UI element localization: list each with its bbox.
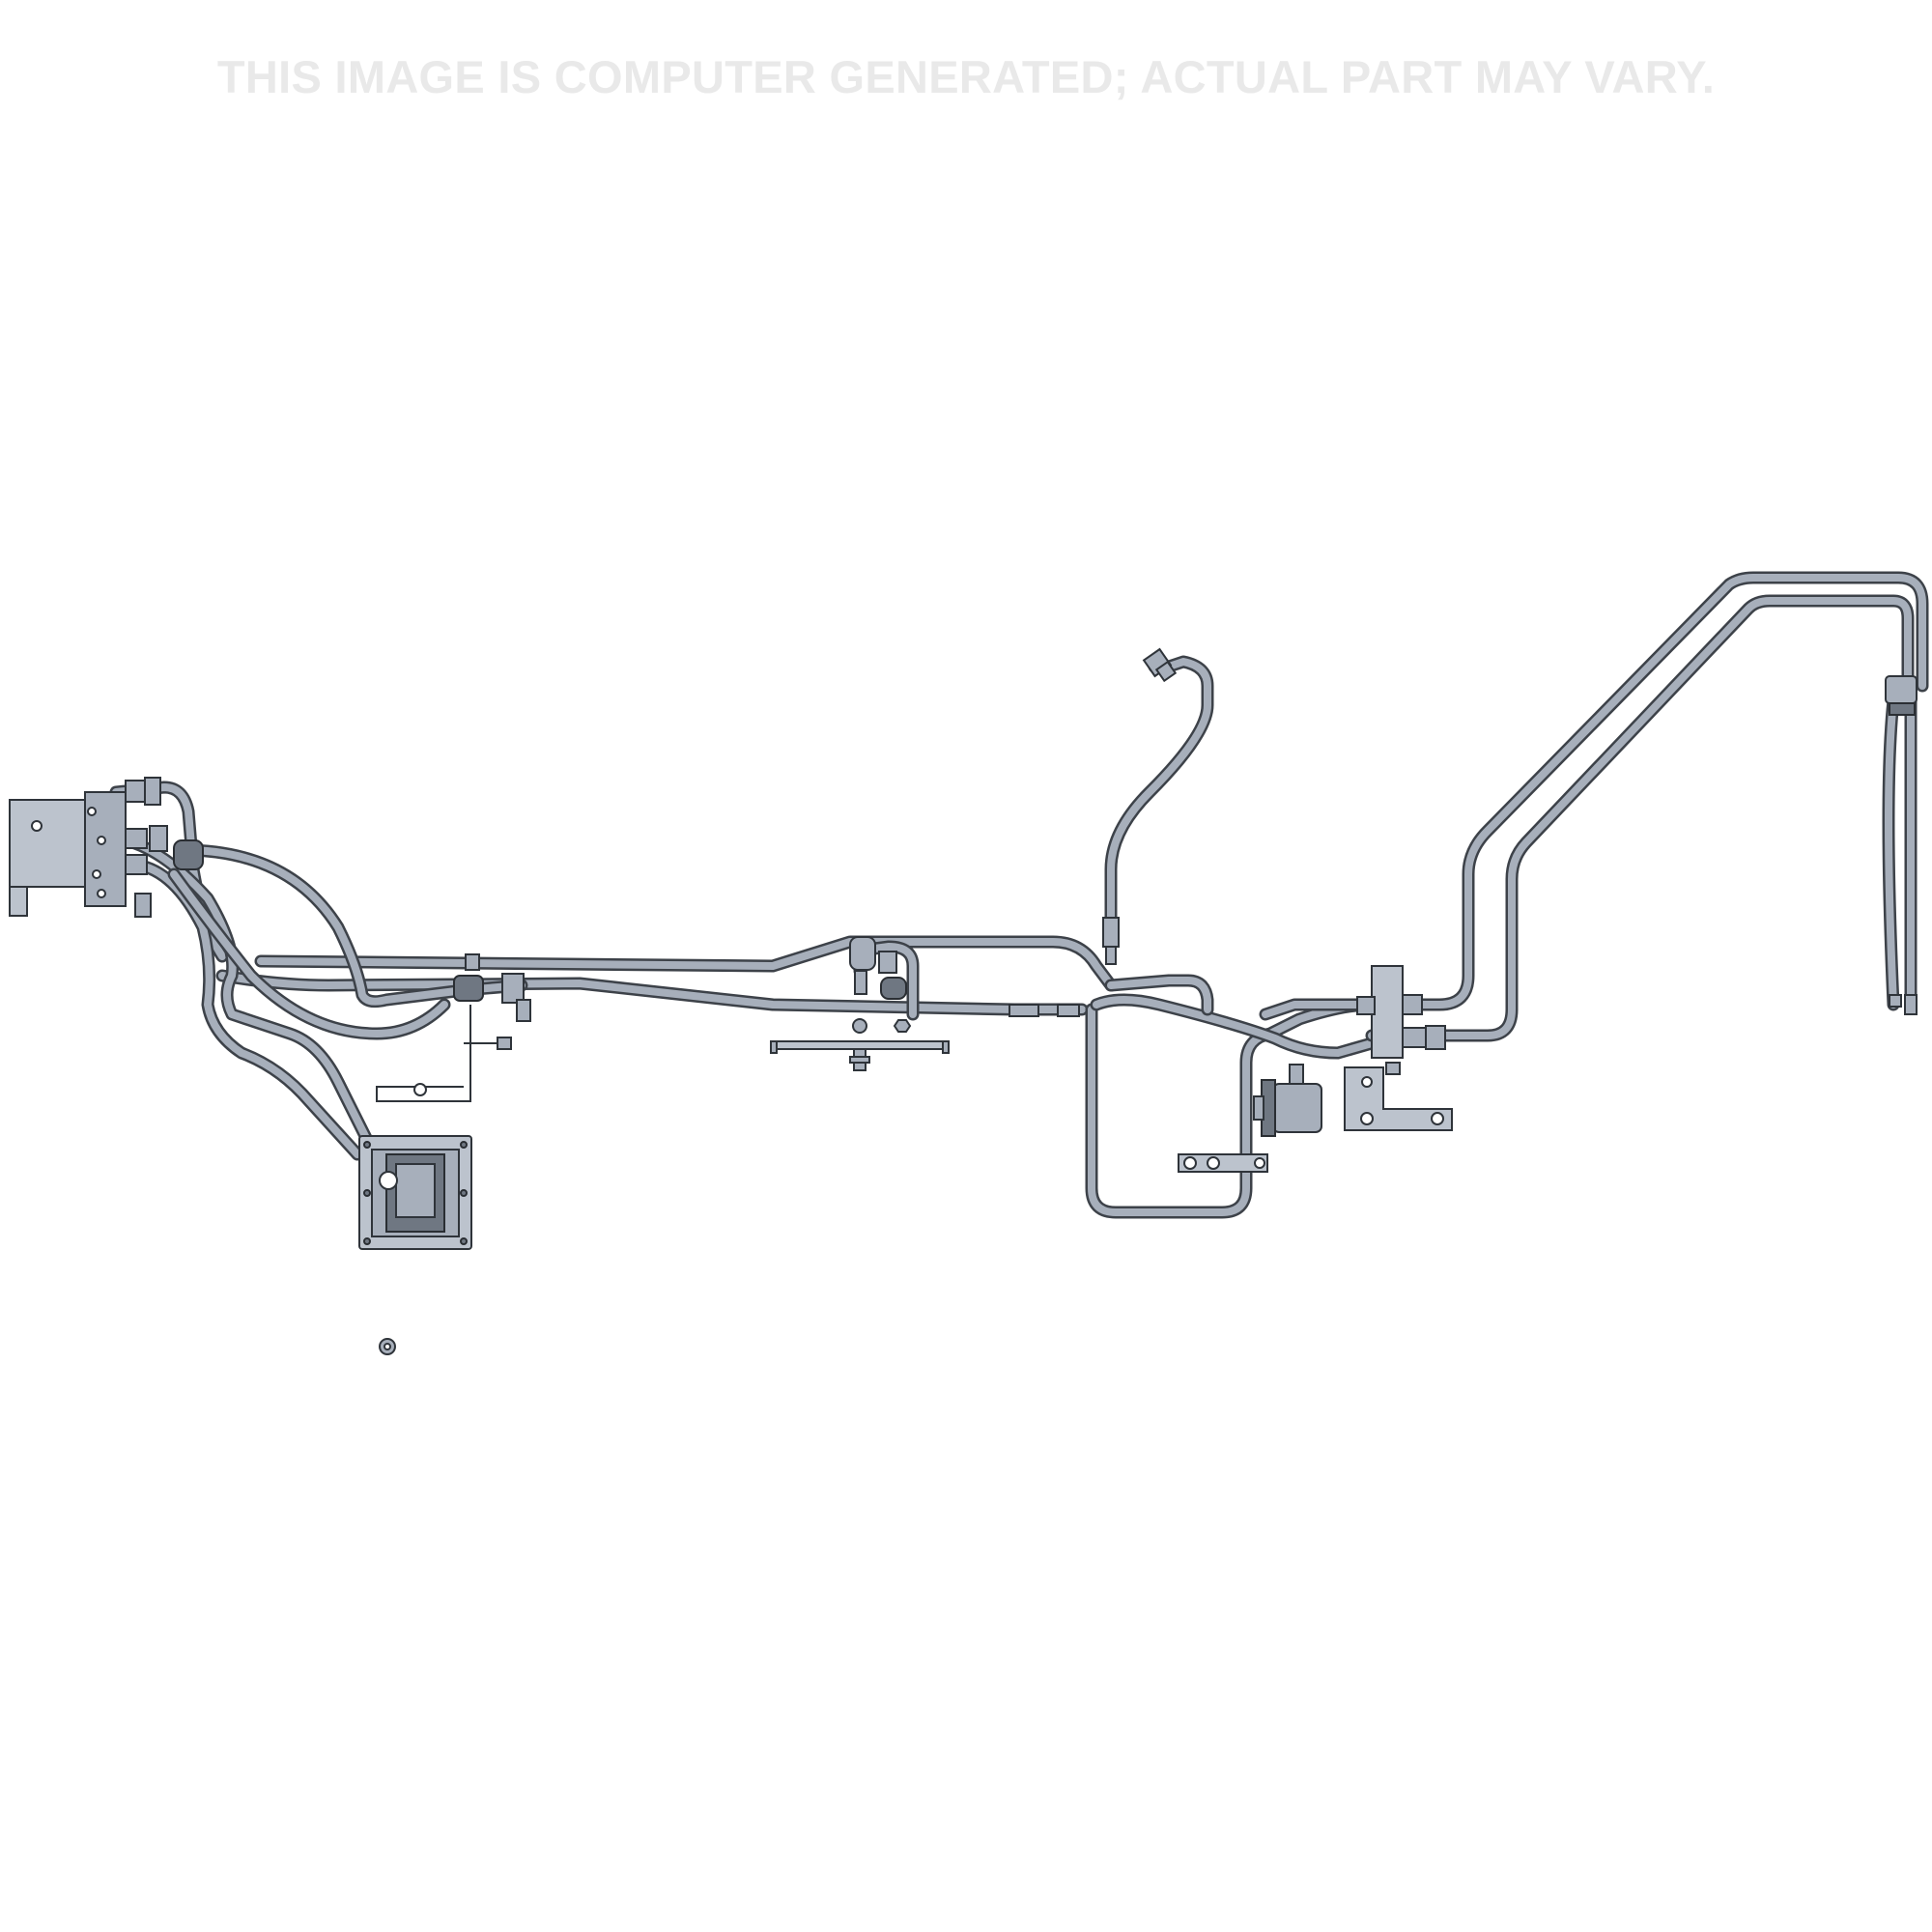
center-down-loop [1088, 1001, 1376, 1216]
manifold-core [395, 1163, 436, 1218]
center-bracket-bar [772, 1040, 948, 1050]
clamp-bolt [465, 953, 480, 971]
elbow-fitting-1b [516, 999, 531, 1022]
mid-fittings [376, 936, 1080, 1102]
thick-hose-left [180, 846, 526, 1006]
bulkhead-fitting-3 [1402, 1027, 1427, 1048]
cylinder-head [1885, 675, 1918, 704]
center-bracket-end-right [942, 1040, 950, 1054]
tall-s-hose-outline [1104, 655, 1214, 934]
pump-inlet [1289, 1064, 1304, 1085]
elbow-fitting-1 [501, 973, 525, 1004]
manifold-bolt-3 [363, 1237, 371, 1245]
bulkhead-fitting-4 [1425, 1025, 1446, 1050]
center-bracket-nut [893, 1019, 912, 1033]
right-bracket-hole-3 [1431, 1112, 1444, 1125]
right-bracket-hole-2 [1360, 1112, 1374, 1125]
main-line-upper [257, 938, 1115, 989]
center-bracket-washer [852, 1018, 867, 1034]
valve-hole-3 [97, 836, 106, 845]
pipe-network [109, 571, 1929, 1219]
manifold-bolt-4 [460, 1237, 468, 1245]
s-hose-lower-fitting [1102, 917, 1120, 948]
top-fitting-body [1154, 660, 1178, 683]
cylinder-collar [1889, 702, 1916, 716]
right-bracket-upright [1371, 965, 1404, 1059]
bulkhead-fitting-2 [1402, 994, 1423, 1015]
right-high-line-inner-outline [1365, 594, 1915, 1042]
hose-end-fitting [453, 975, 484, 1002]
pump-mount-bracket [1178, 1153, 1268, 1173]
valve-fitting-1b [144, 777, 161, 806]
manifold-bolt-6 [460, 1189, 468, 1197]
pump-mount-hole-2 [1207, 1156, 1220, 1170]
center-right-line-1 [1093, 996, 1424, 1057]
manifold-plate [358, 1135, 472, 1250]
valve-block [9, 777, 204, 918]
valve-fitting-1 [125, 780, 146, 803]
pump-assembly [1178, 1064, 1322, 1173]
center-bracket [770, 1018, 950, 1071]
bulkhead-fitting-5 [1385, 1062, 1401, 1075]
center-down-loop-outline [1085, 998, 1378, 1219]
valve-plate-foot [9, 886, 28, 917]
valve-hole-2 [87, 807, 97, 816]
valve-fitting-2b [149, 825, 168, 852]
center-elbow-1b [854, 970, 867, 995]
center-elbow-1 [849, 936, 876, 971]
s-hose-lower-fitting-b [1105, 946, 1117, 965]
thin-hose-lower [170, 870, 448, 1037]
pump-body [1272, 1083, 1322, 1133]
center-elbow-2 [878, 951, 897, 974]
right-high-line-outer-outline [1259, 571, 1929, 1021]
valve-fitting-2 [125, 828, 148, 849]
center-elbow-3 [880, 977, 907, 1000]
valve-fitting-4 [134, 893, 152, 918]
cylinder-tip-1 [1889, 994, 1902, 1008]
valve-hole-1 [31, 820, 43, 832]
inline-coupling-2 [1057, 1004, 1080, 1017]
pump-shaft [1253, 1095, 1264, 1121]
loose-o-ring-center [384, 1343, 391, 1350]
valve-hole-5 [97, 889, 106, 898]
right-down-leg-2 [1885, 696, 1897, 1009]
inline-coupling-1 [1009, 1004, 1039, 1017]
center-bracket-end-left [770, 1040, 778, 1054]
hose-collar [173, 839, 204, 870]
support-bracket [376, 1005, 471, 1102]
s-hose-end [1102, 647, 1178, 965]
center-right-line-2 [1107, 977, 1211, 1013]
bulkhead-fitting-1 [1356, 996, 1376, 1015]
right-high-line-outer [1262, 574, 1926, 1018]
main-line-lower [218, 972, 1086, 1013]
bracket-rod-end [497, 1037, 512, 1050]
manifold-bolt-5 [363, 1189, 371, 1197]
right-high-line-inner [1368, 597, 1912, 1039]
right-cylinder [1885, 675, 1918, 1015]
disclaimer-watermark: THIS IMAGE IS COMPUTER GENERATED; ACTUAL… [216, 51, 1716, 102]
bracket-hole [413, 1083, 427, 1096]
right-bracket [1344, 965, 1453, 1131]
cylinder-tip-2 [1904, 994, 1918, 1015]
manifold-bolt-1 [363, 1141, 371, 1149]
manifold-bolt-2 [460, 1141, 468, 1149]
center-bracket-clip [849, 1056, 870, 1064]
valve-fitting-3 [125, 854, 148, 875]
manifold-port [379, 1171, 398, 1190]
right-bracket-hole-1 [1361, 1076, 1373, 1088]
valve-hole-4 [92, 869, 101, 879]
pump-mount-hole-1 [1183, 1156, 1197, 1170]
tall-s-hose [1107, 658, 1211, 931]
pump-mount-hole-3 [1254, 1157, 1265, 1169]
